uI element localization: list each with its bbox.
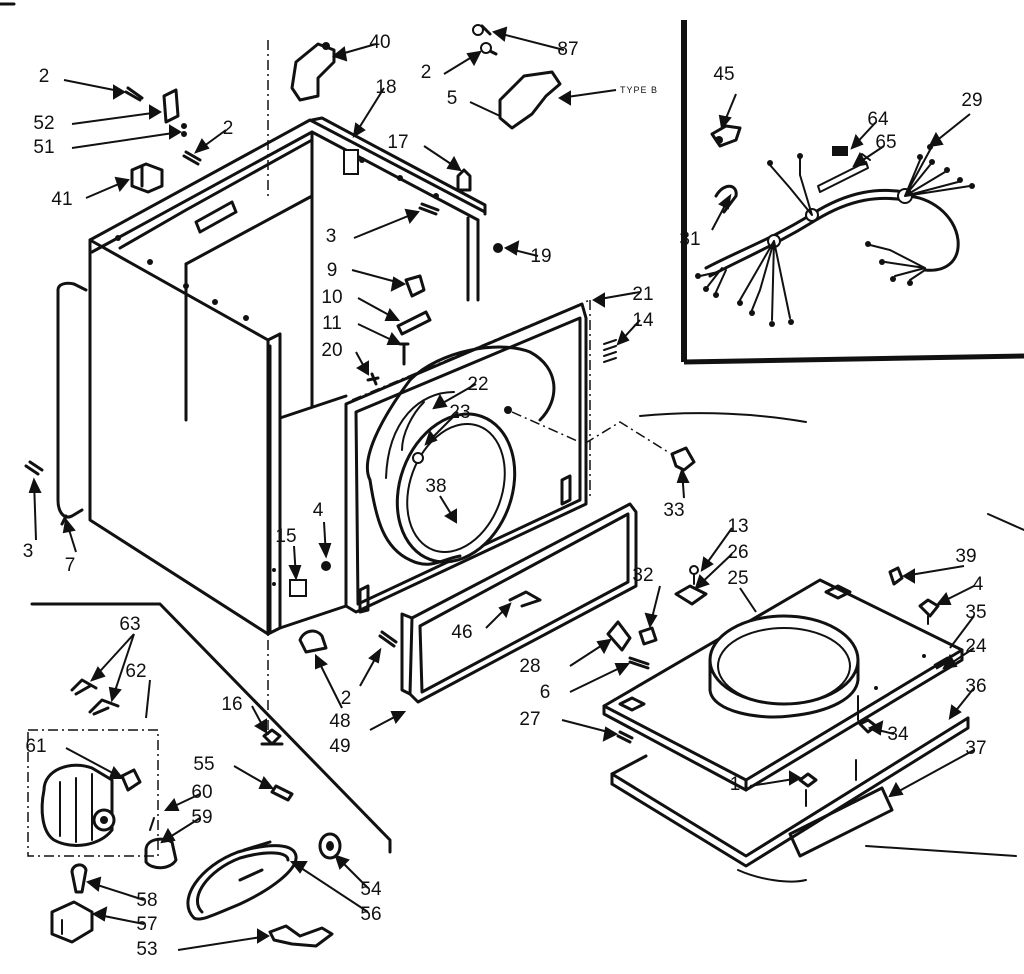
callout-c-58: 58 xyxy=(136,890,157,911)
scan-artifact xyxy=(639,412,807,423)
callout-c-61: 61 xyxy=(25,736,46,757)
callout-c-60: 60 xyxy=(191,782,212,803)
callout-c-48: 48 xyxy=(329,711,350,732)
callout-c-59: 59 xyxy=(191,807,212,828)
base-assembly xyxy=(602,565,970,868)
callout-c-40: 40 xyxy=(369,32,390,53)
scan-artifact xyxy=(865,845,1017,857)
leader-lines xyxy=(28,26,975,951)
callout-c-10: 10 xyxy=(321,287,342,308)
lower-front-hardware xyxy=(260,629,398,746)
callout-c-54: 54 xyxy=(360,879,382,900)
callout-c-64: 64 xyxy=(867,109,889,130)
callout-c-38: 38 xyxy=(425,476,446,497)
callout-c-49: 49 xyxy=(329,736,350,757)
callout-c-53: 53 xyxy=(136,939,157,960)
callout-c-4b: 4 xyxy=(973,574,984,595)
callout-c-6: 6 xyxy=(540,682,551,703)
callout-c-2b: 2 xyxy=(223,118,234,139)
callout-c-21: 21 xyxy=(632,284,653,305)
callout-c-87: 87 xyxy=(557,39,578,60)
front-panel-21 xyxy=(344,299,669,614)
callout-c-2d: 2 xyxy=(341,688,352,709)
callout-c-31: 31 xyxy=(679,229,700,250)
callout-c-16: 16 xyxy=(221,694,242,715)
toe-panel-46 xyxy=(400,502,638,704)
spring-14 xyxy=(603,339,617,363)
callout-c-24: 24 xyxy=(965,636,987,657)
callout-c-13: 13 xyxy=(727,516,748,537)
callout-c-14: 14 xyxy=(632,310,654,331)
callout-labels: 2525124140188725173199101120211422233833… xyxy=(23,32,987,960)
callout-c-2a: 2 xyxy=(39,66,50,87)
motor-assembly xyxy=(27,602,392,948)
center-hardware xyxy=(366,168,503,386)
callout-c-9: 9 xyxy=(327,260,338,281)
callout-c-28: 28 xyxy=(519,656,540,677)
callout-c-23: 23 xyxy=(449,402,470,423)
callout-c-45: 45 xyxy=(713,64,734,85)
callout-c-56: 56 xyxy=(360,904,381,925)
plate-5 xyxy=(472,24,562,130)
callout-c-1: 1 xyxy=(730,774,741,795)
callout-c-3b: 3 xyxy=(23,541,34,562)
callout-c-20: 20 xyxy=(321,340,342,361)
scan-artifact xyxy=(737,869,807,883)
callout-c-29: 29 xyxy=(961,90,982,111)
callout-c-33: 33 xyxy=(663,500,684,521)
callout-c-17: 17 xyxy=(387,132,408,153)
callout-c-41: 41 xyxy=(51,189,72,210)
callout-c-18: 18 xyxy=(375,77,396,98)
callout-c-4a: 4 xyxy=(313,500,324,521)
callout-c-46: 46 xyxy=(451,622,472,643)
callout-c-51: 51 xyxy=(33,137,54,158)
callout-c-22: 22 xyxy=(467,374,488,395)
callout-c-25: 25 xyxy=(727,568,748,589)
scan-artifact xyxy=(987,513,1024,531)
callout-c-7: 7 xyxy=(65,555,76,576)
callout-c-37: 37 xyxy=(965,738,986,759)
callout-c-11: 11 xyxy=(322,313,342,334)
callout-c-36: 36 xyxy=(965,676,986,697)
callout-c-5: 5 xyxy=(447,88,458,109)
callout-c-55: 55 xyxy=(193,754,214,775)
callout-c-65: 65 xyxy=(875,132,896,153)
bracket-40 xyxy=(290,42,336,102)
upper-left-hardware xyxy=(124,86,202,194)
callout-c-2c: 2 xyxy=(421,62,432,83)
callout-c-32: 32 xyxy=(632,565,653,586)
wiring-harness-inset xyxy=(681,20,1024,365)
callout-c-27: 27 xyxy=(519,709,540,730)
callout-c-52: 52 xyxy=(33,113,54,134)
callout-c-35: 35 xyxy=(965,602,986,623)
callout-c-3a: 3 xyxy=(326,226,337,247)
callout-c-63: 63 xyxy=(119,614,140,635)
callout-c-39: 39 xyxy=(955,546,976,567)
callout-c-57: 57 xyxy=(136,914,157,935)
callout-c-34: 34 xyxy=(887,724,909,745)
part-33 xyxy=(670,446,696,472)
type-label: TYPE B xyxy=(620,85,658,95)
callout-c-15: 15 xyxy=(275,526,296,547)
callout-c-26: 26 xyxy=(727,542,748,563)
callout-c-19: 19 xyxy=(530,246,551,267)
callout-c-62: 62 xyxy=(125,661,146,682)
